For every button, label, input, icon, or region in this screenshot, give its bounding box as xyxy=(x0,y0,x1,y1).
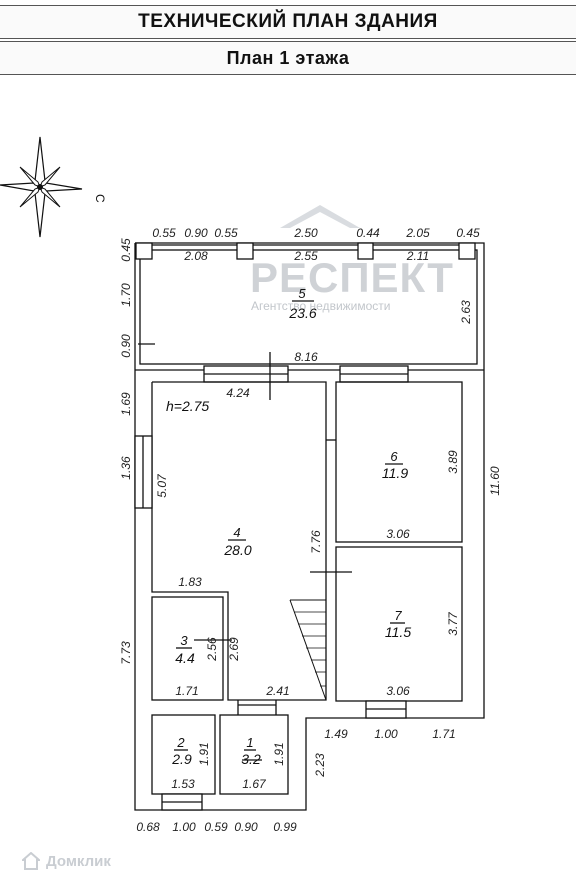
title-block: ТЕХНИЧЕСКИЙ ПЛАН ЗДАНИЯ План 1 этажа xyxy=(0,0,576,76)
watermark-name: РЕСПЕКТ xyxy=(250,254,454,301)
dim-label: 2.08 xyxy=(183,249,208,263)
dim-label: 0.55 xyxy=(214,226,238,240)
dim-label: 2.55 xyxy=(293,249,318,263)
room-5-area: 23.6 xyxy=(288,305,316,321)
dim-label: 1.49 xyxy=(324,727,348,741)
dim-label: 2.69 xyxy=(227,637,241,662)
floor-title: План 1 этажа xyxy=(0,41,576,75)
room-3-area: 4.4 xyxy=(175,650,195,666)
compass-north-label: С xyxy=(93,194,107,203)
dim-label: 5.07 xyxy=(155,473,169,498)
room-5-number: 5 xyxy=(298,286,306,301)
dim-label: 1.70 xyxy=(119,283,133,307)
dim-label: 3.06 xyxy=(386,684,410,698)
dim-label: 1.00 xyxy=(172,820,196,834)
dim-label: 0.99 xyxy=(273,820,297,834)
footer-brand-name: Домклик xyxy=(46,852,111,870)
dim-label: 0.90 xyxy=(184,226,208,240)
room-1-outline xyxy=(219,714,289,795)
dim-label: 7.73 xyxy=(119,641,133,665)
outer-wall-outline xyxy=(134,243,485,811)
dim-label: 1.83 xyxy=(178,575,202,589)
footer-brand: Домклик xyxy=(22,850,111,872)
room-6-number: 6 xyxy=(390,449,398,464)
room-4-area: 28.0 xyxy=(223,542,251,558)
dim-label: 3.77 xyxy=(446,611,460,636)
dim-label: 0.45 xyxy=(119,238,133,262)
document-title: ТЕХНИЧЕСКИЙ ПЛАН ЗДАНИЯ xyxy=(0,5,576,39)
dim-label: 0.59 xyxy=(204,820,228,834)
dim-label: 11.60 xyxy=(488,466,502,495)
dim-label: 2.05 xyxy=(405,226,430,240)
dim-label: 1.71 xyxy=(175,684,198,698)
room-7-number: 7 xyxy=(394,608,402,623)
room-4-outline xyxy=(151,381,327,701)
dim-label: 3.06 xyxy=(386,527,410,541)
dim-label: 2.50 xyxy=(293,226,318,240)
dim-label: 1.36 xyxy=(119,456,133,480)
room-2-area: 2.9 xyxy=(171,751,192,767)
ceiling-height: h=2.75 xyxy=(166,398,209,414)
room-2-number: 2 xyxy=(176,735,185,750)
dim-label: 1.71 xyxy=(432,727,455,741)
dim-label: 0.44 xyxy=(356,226,380,240)
room-7-area: 11.5 xyxy=(385,624,411,640)
dim-label: 2.41 xyxy=(265,684,289,698)
room-4-number: 4 xyxy=(233,525,240,540)
watermark-tagline: Агентство недвижимости xyxy=(251,299,391,313)
compass-rose-icon xyxy=(0,136,83,238)
dim-label: 1.91 xyxy=(197,742,211,765)
room-3-outline xyxy=(151,596,224,701)
room-6-area: 11.9 xyxy=(382,465,408,481)
dim-label: 1.67 xyxy=(242,777,267,791)
dim-label: 2.11 xyxy=(406,249,429,263)
dim-label: 2.63 xyxy=(459,300,473,325)
dim-label: 2.56 xyxy=(205,637,219,662)
dim-label: 8.16 xyxy=(294,350,318,364)
watermark: РЕСПЕКТ Агентство недвижимости xyxy=(250,205,454,313)
room-3-number: 3 xyxy=(180,633,188,648)
dim-label: 1.53 xyxy=(171,777,195,791)
dim-label: 0.68 xyxy=(136,820,160,834)
dim-label: 3.89 xyxy=(446,450,460,474)
dim-label: 1.69 xyxy=(119,392,133,416)
room-6-outline xyxy=(335,381,463,543)
dim-label: 0.90 xyxy=(234,820,258,834)
dimensions: 0.55 0.90 0.55 2.50 0.44 2.05 0.45 2.08 … xyxy=(119,226,502,834)
room-1-area: 3.2 xyxy=(241,751,261,767)
dim-label: 1.00 xyxy=(374,727,398,741)
house-logo-icon xyxy=(22,852,40,870)
dim-label: 0.45 xyxy=(456,226,480,240)
dim-label: 2.23 xyxy=(313,753,327,778)
dim-label: 1.91 xyxy=(272,742,286,765)
room-1-number: 1 xyxy=(246,735,253,750)
dim-label: 0.55 xyxy=(152,226,176,240)
room-5-outline xyxy=(139,249,478,365)
dim-label: 7.76 xyxy=(309,530,323,554)
dim-label: 0.90 xyxy=(119,334,133,358)
room-labels: 5 23.6 4 28.0 6 11.9 7 11.5 3 4.4 2 2.9 … xyxy=(166,286,411,767)
dim-label: 4.24 xyxy=(226,386,250,400)
